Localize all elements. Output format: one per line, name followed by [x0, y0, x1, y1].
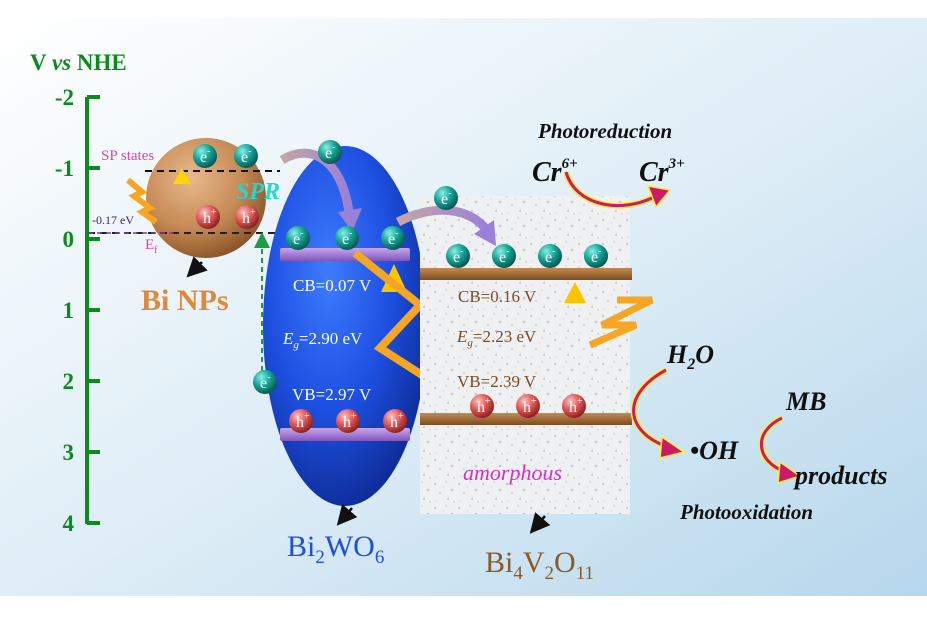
- hole-icon: h+: [235, 205, 259, 229]
- svg-text:h+: h+: [569, 396, 583, 416]
- electron-icon: e-: [335, 226, 359, 250]
- electron-icon: e-: [286, 226, 310, 250]
- svg-text:e-: e-: [499, 246, 509, 266]
- electron-icon: e-: [492, 244, 516, 268]
- bi2wo6-eg-label: Eg=2.90 eV: [282, 329, 363, 351]
- oxidation-arrowhead-2: [777, 460, 802, 485]
- electron-icon: e-: [446, 244, 470, 268]
- bi4v2o11-label: Bi4V2O11: [485, 546, 594, 584]
- bi2wo6-light-bolt-icon: [352, 249, 439, 388]
- fermi-level-label: Ef: [145, 237, 158, 256]
- bi2wo6-vb-label: VB=2.97 V: [292, 385, 372, 404]
- h2o-label: H2O: [666, 340, 714, 373]
- svg-text:h+: h+: [477, 396, 491, 416]
- bi-nps-label: Bi NPs: [141, 284, 229, 317]
- axis-tick-label: 2: [63, 369, 75, 394]
- axis-tick-label: -1: [55, 156, 74, 181]
- oxidation-arrow-1: [632, 368, 669, 449]
- oxidation-arrow-2: [760, 416, 787, 474]
- bi2wo6-cb-band: [280, 248, 410, 261]
- hole-icon: h+: [516, 394, 540, 418]
- svg-text:h+: h+: [390, 411, 404, 431]
- cr6-label: Cr6+: [532, 156, 578, 188]
- svg-text:h+: h+: [296, 411, 310, 431]
- electron-icon: e-: [234, 144, 258, 168]
- svg-text:e-: e-: [241, 146, 251, 166]
- oxidation-arrowhead-1: [659, 435, 686, 459]
- svg-text:e-: e-: [441, 188, 451, 208]
- electron-icon: e-: [318, 140, 342, 164]
- charge-carriers: e-e-e-e-e-e-e-e-e-e-e-e-h+ h+ h+ h+ h+ h+ h+ h+: [193, 140, 608, 433]
- bi2wo6-label: Bi2WO6: [287, 530, 384, 568]
- svg-text:e-: e-: [591, 246, 601, 266]
- svg-text:e-: e-: [342, 228, 352, 248]
- axis-tick-label: 4: [63, 511, 75, 536]
- svg-text:e-: e-: [200, 146, 210, 166]
- bi-nps-pointer: [186, 256, 208, 278]
- electron-transfer-arrowhead-1: [338, 208, 362, 232]
- svg-text:e-: e-: [545, 246, 555, 266]
- svg-text:h+: h+: [343, 411, 357, 431]
- svg-text:e-: e-: [325, 142, 335, 162]
- hole-icon: h+: [470, 394, 494, 418]
- bi4v2o11-pointer: [529, 512, 551, 534]
- hole-icon: h+: [562, 394, 586, 418]
- electron-transfer-arrowhead-2: [474, 220, 496, 246]
- oh-radical-label: •OH: [690, 436, 739, 465]
- potential-axis: V vs NHE -2 -1 0 1 2 3 4: [30, 50, 127, 536]
- electron-transfer-arrow-2: [395, 205, 492, 235]
- bi-np-sphere: [146, 138, 266, 258]
- bi2wo6-cb-label: CB=0.07 V: [293, 276, 372, 295]
- electron-icon: e-: [538, 244, 562, 268]
- products-label: products: [793, 461, 887, 490]
- bi2wo6-pointer: [336, 504, 358, 526]
- electron-icon: e-: [381, 226, 405, 250]
- bi4v2o11-light-bolt-icon: [588, 296, 654, 349]
- svg-text:e-: e-: [388, 228, 398, 248]
- bi4v2o11-cb-label: CB=0.16 V: [458, 287, 537, 306]
- electron-icon: e-: [584, 244, 608, 268]
- electron-icon: e-: [434, 186, 458, 210]
- photooxidation-label: Photooxidation: [679, 500, 813, 524]
- axis-tick-label: -2: [55, 85, 74, 110]
- spr-label: SPR: [236, 179, 280, 205]
- sp-states-label: SP states: [101, 148, 154, 164]
- hole-icon: h+: [196, 205, 220, 229]
- svg-text:e-: e-: [293, 228, 303, 248]
- cr3-label: Cr3+: [639, 156, 685, 188]
- svg-text:h+: h+: [242, 207, 256, 227]
- bi-nps-group: SP states SPR -0.17 eV Ef Bi NPs: [88, 138, 405, 380]
- reduction-arrowhead: [646, 185, 672, 209]
- svg-text:h+: h+: [203, 207, 217, 227]
- reactions-group: Photoreduction Cr6+ Cr3+ H2O •OH MB prod…: [532, 119, 887, 524]
- light-bolt-icon: [126, 177, 158, 225]
- bi4v2o11-cb-band: [420, 268, 632, 280]
- reduction-arrow: [564, 171, 657, 208]
- axis-tick-label: 0: [63, 227, 75, 252]
- svg-text:e-: e-: [453, 246, 463, 266]
- axis-title: V vs NHE: [30, 50, 127, 75]
- fermi-energy-value: -0.17 eV: [92, 213, 134, 227]
- electron-icon: e-: [193, 144, 217, 168]
- axis-ticks: -2 -1 0 1 2 3 4: [55, 85, 100, 536]
- hole-icon: h+: [383, 409, 407, 433]
- axis-tick-label: 3: [63, 440, 75, 465]
- sp-excitation-arrowhead: [173, 168, 191, 184]
- photoreduction-label: Photoreduction: [537, 119, 672, 143]
- amorphous-label: amorphous: [463, 460, 562, 485]
- mb-label: MB: [785, 387, 826, 416]
- bi4v2o11-eg-label: Eg=2.23 eV: [456, 327, 537, 349]
- hole-icon: h+: [289, 409, 313, 433]
- hole-icon: h+: [336, 409, 360, 433]
- svg-text:h+: h+: [523, 396, 537, 416]
- bi4v2o11-excitation-arrowhead: [564, 282, 586, 303]
- axis-tick-label: 1: [63, 298, 75, 323]
- svg-text:e-: e-: [260, 372, 270, 392]
- bi4v2o11-vb-label: VB=2.39 V: [457, 372, 537, 391]
- electron-icon: e-: [253, 370, 277, 394]
- bi2wo6-vb-band: [280, 428, 410, 441]
